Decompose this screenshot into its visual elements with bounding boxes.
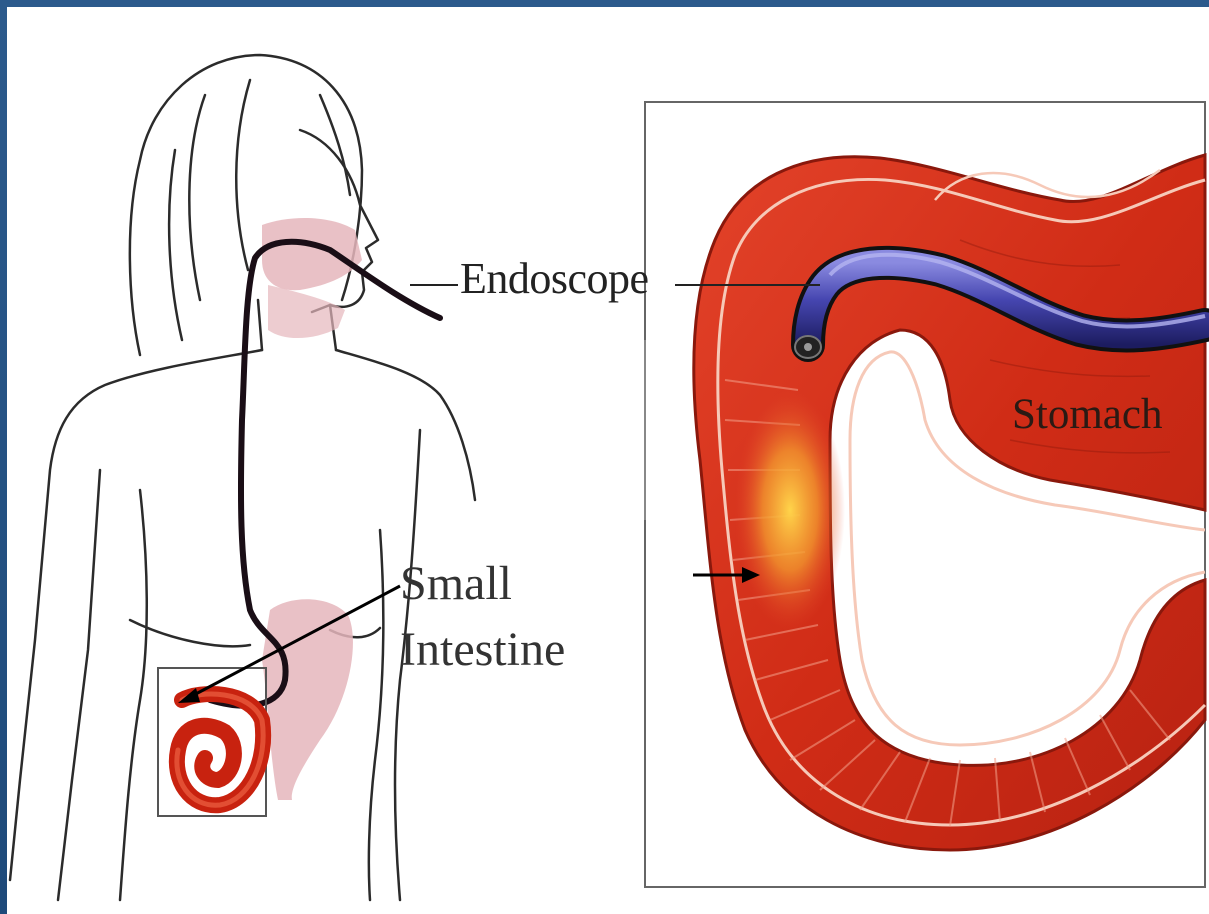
stomach-label: Stomach [1012, 390, 1162, 439]
small-intestine-mini [177, 694, 263, 805]
small-intestine-label-line1: Small [400, 560, 512, 608]
endoscope-label: Endoscope [460, 253, 649, 304]
small-intestine-label-line2: Intestine [400, 626, 565, 674]
